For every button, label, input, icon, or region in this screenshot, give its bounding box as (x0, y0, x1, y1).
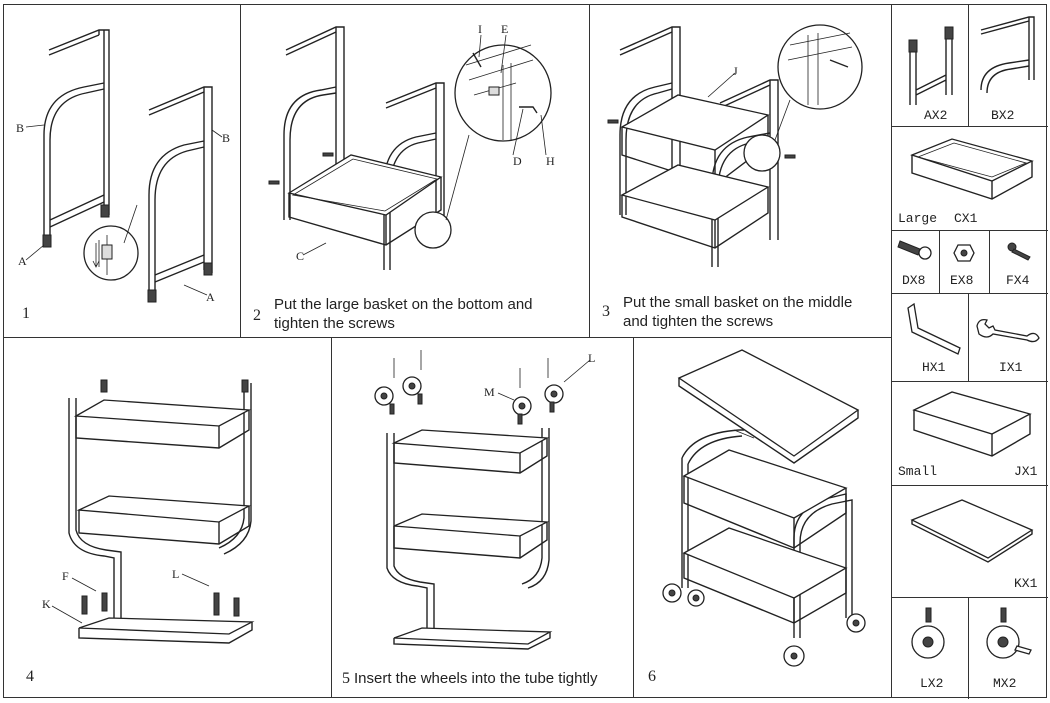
part-name: Small (898, 464, 938, 479)
part-code: AX2 (924, 108, 948, 123)
part-ex8: EX8 (940, 231, 990, 294)
step-6-drawing (662, 349, 866, 667)
wheel-icon (687, 589, 705, 607)
part-hx1: HX1 (892, 294, 969, 382)
bolt-icon (897, 240, 932, 260)
part-code: JX1 (1014, 464, 1038, 479)
part-jx1: Small JX1 (892, 382, 1048, 486)
step-6-panel: 6 (633, 337, 892, 698)
callout-c: C (296, 249, 304, 263)
callout-i: I (478, 22, 482, 36)
part-code: FX4 (1006, 273, 1030, 288)
step-number: 5 (342, 670, 350, 687)
part-name: Large (898, 211, 938, 226)
part-fx4: FX4 (990, 231, 1048, 294)
step-number: 2 (253, 307, 261, 324)
caption-text: Insert the wheels into the tube tightly (354, 670, 598, 687)
wheel-icon (846, 613, 866, 633)
wheel-icon (512, 396, 532, 425)
part-kx1: KX1 (892, 486, 1048, 598)
callout-k: K (42, 597, 51, 611)
callout-h: H (546, 154, 555, 168)
part-cx1: Large CX1 (892, 127, 1048, 231)
step-4-drawing: F L K (42, 379, 255, 644)
callout-j: J (733, 64, 738, 78)
caster-wheel-icon (911, 607, 945, 659)
callout-f: F (62, 569, 69, 583)
wheel-icon (402, 376, 423, 405)
frame-b-icon (980, 16, 1035, 94)
step-caption: Put the large basket on the bottom and t… (274, 295, 533, 333)
part-dx8: DX8 (892, 231, 940, 294)
step-number: 6 (648, 668, 656, 685)
part-code: KX1 (1014, 576, 1038, 591)
part-code: DX8 (902, 273, 926, 288)
part-ix1: IX1 (969, 294, 1048, 382)
wheel-icon (544, 384, 564, 413)
part-code: MX2 (993, 676, 1017, 691)
callout-a: A (206, 290, 215, 304)
small-basket-icon (912, 391, 1032, 457)
step-1-panel: B B A A 1 (3, 4, 241, 338)
callout-b: B (16, 121, 24, 135)
part-code: EX8 (950, 273, 974, 288)
step-3-panel: J 3 Put the small basket on the middle a… (589, 4, 892, 338)
wrench-icon (976, 318, 1040, 343)
callout-m: M (484, 385, 495, 399)
parts-list-panel: AX2 BX2 Large CX1 (891, 4, 1048, 699)
part-code: IX1 (999, 360, 1023, 375)
step-2-panel: I E D H C 2 Put the large basket on the … (240, 4, 590, 338)
nut-icon (953, 244, 975, 262)
caption-line: Put the large basket on the bottom and (274, 296, 533, 313)
part-code: HX1 (922, 360, 946, 375)
step-2-drawing: I E D H C (268, 22, 555, 270)
step-number: 1 (22, 305, 30, 322)
callout-a: A (18, 254, 27, 268)
callout-e: E (501, 22, 508, 36)
screw-icon (1007, 242, 1031, 261)
wheel-icon (374, 386, 395, 415)
step-number: 3 (602, 303, 610, 320)
callout-l: L (172, 567, 179, 581)
caption-line: tighten the screws (274, 315, 395, 332)
caption-line: and tighten the screws (623, 313, 774, 330)
caption-line: Put the small basket on the middle (623, 294, 853, 311)
part-code: LX2 (920, 676, 944, 691)
step-number: 4 (26, 668, 34, 685)
callout-d: D (513, 154, 522, 168)
part-lx2: LX2 (892, 598, 969, 699)
step-caption: Put the small basket on the middle and t… (623, 293, 852, 331)
part-bx2: BX2 (969, 5, 1048, 127)
wheel-icon (662, 583, 682, 603)
step-3-drawing: J (607, 24, 863, 267)
step-4-panel: F L K 4 (3, 337, 332, 698)
callout-l: L (588, 351, 595, 365)
allen-key-icon (907, 302, 961, 355)
step-5-drawing: M L (374, 350, 595, 650)
board-icon (910, 499, 1034, 563)
wheel-icon (783, 645, 805, 667)
step-1-drawing: B B A A (16, 29, 230, 304)
part-code: CX1 (954, 211, 978, 226)
locking-caster-icon (986, 607, 1032, 659)
large-basket-icon (910, 138, 1034, 200)
part-code: BX2 (991, 108, 1015, 123)
callout-b: B (222, 131, 230, 145)
part-ax2: AX2 (892, 5, 969, 127)
frame-a-icon (908, 26, 954, 105)
part-mx2: MX2 (969, 598, 1048, 699)
